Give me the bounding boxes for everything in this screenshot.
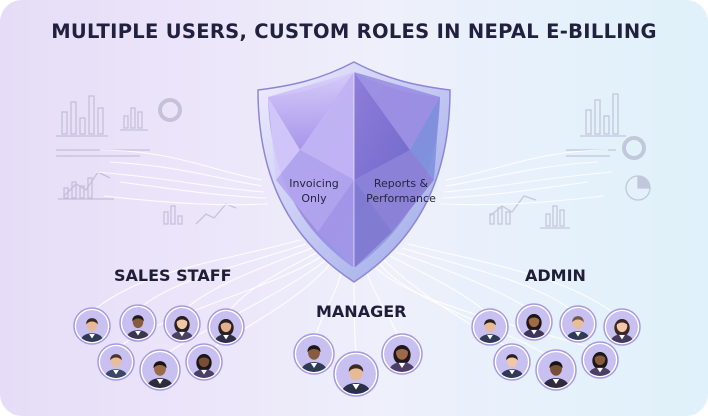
group-label-manager: MANAGER: [316, 302, 407, 321]
bar-chart-icon: [163, 205, 183, 225]
bar-chart-icon: [540, 205, 570, 229]
pie-chart-icon: [625, 175, 651, 201]
shield-icon: [257, 61, 451, 283]
user-avatar-icon: [535, 349, 577, 391]
user-avatar-icon: [97, 343, 135, 381]
left-chart-decoration: [56, 95, 237, 225]
user-avatar-icon: [185, 343, 223, 381]
user-avatar-icon: [515, 303, 553, 341]
right-chart-decoration: [489, 93, 651, 229]
user-avatar-icon: [73, 307, 111, 345]
user-avatar-icon: [493, 343, 531, 381]
line-chart-icon: [58, 171, 114, 200]
user-avatar-icon: [333, 351, 379, 397]
user-avatar-icon: [293, 333, 335, 375]
shield-left-text: Invoicing Only: [289, 177, 339, 205]
bar-chart-icon: [120, 107, 148, 131]
bar-chart-icon: [580, 93, 626, 137]
bar-chart-icon: [56, 95, 108, 137]
group-label-sales-staff: SALES STAFF: [114, 266, 232, 285]
user-avatar-icon: [119, 304, 157, 342]
user-avatar-icon: [139, 349, 181, 391]
user-avatar-icon: [207, 308, 245, 346]
line-chart-icon: [195, 203, 237, 225]
user-avatar-icon: [559, 305, 597, 343]
user-avatar-icon: [581, 341, 619, 379]
user-avatars: [73, 303, 641, 397]
flow-lines: [95, 149, 613, 206]
user-avatar-icon: [163, 305, 201, 343]
user-avatar-icon: [603, 308, 641, 346]
user-avatar-icon: [381, 333, 423, 375]
page-title: MULTIPLE USERS, CUSTOM ROLES IN NEPAL E-…: [51, 20, 657, 43]
user-avatar-icon: [471, 308, 509, 346]
donut-chart-icon: [622, 136, 646, 160]
group-label-admin: ADMIN: [525, 266, 586, 285]
line-chart-icon: [489, 195, 537, 225]
shield-right-text: Reports & Performance: [366, 177, 436, 205]
donut-chart-icon: [158, 98, 182, 122]
